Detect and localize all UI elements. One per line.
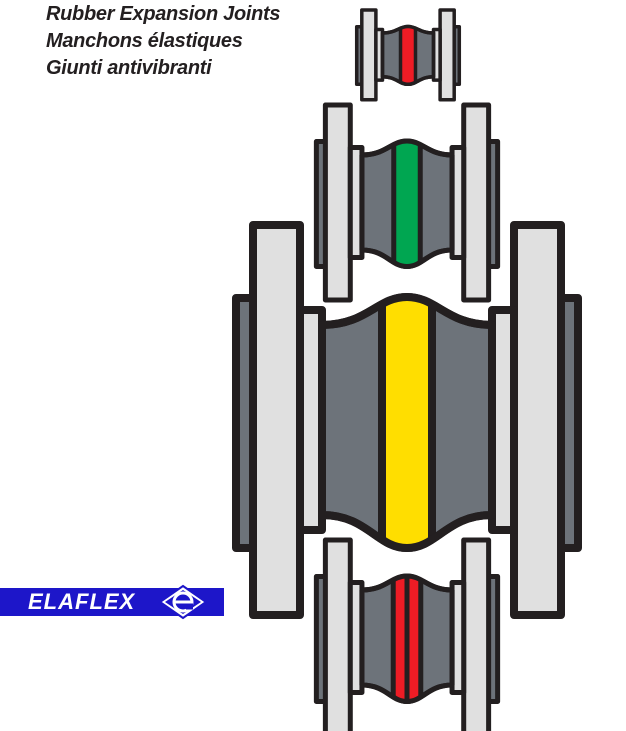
- title-french: Manchons élastiques: [46, 30, 243, 52]
- elaflex-logo: ELAFLEX: [0, 584, 224, 620]
- red-stripe: [401, 26, 416, 85]
- flange-plate: [464, 105, 489, 300]
- flange-plate: [440, 10, 454, 100]
- medium-joint-green: [316, 105, 497, 300]
- title-english: Rubber Expansion Joints: [46, 3, 281, 25]
- flange-plate: [362, 10, 376, 100]
- logo-text: ELAFLEX: [28, 589, 136, 614]
- flange-plate: [325, 105, 350, 300]
- flange-plate: [464, 540, 489, 731]
- title-block: Rubber Expansion Joints Manchons élastiq…: [46, 1, 281, 82]
- flange-plate: [253, 225, 300, 615]
- elaflex-e-icon: [158, 584, 208, 620]
- flange-plate: [325, 540, 350, 731]
- large-joint-yellow: [236, 225, 578, 615]
- small-joint-red: [357, 10, 460, 100]
- yellow-stripe: [382, 297, 432, 548]
- medium-joint-double-red: [316, 540, 497, 731]
- title-italian: Giunti antivibranti: [46, 57, 212, 79]
- green-stripe: [394, 141, 421, 267]
- red-stripe: [407, 576, 421, 702]
- flange-plate: [514, 225, 561, 615]
